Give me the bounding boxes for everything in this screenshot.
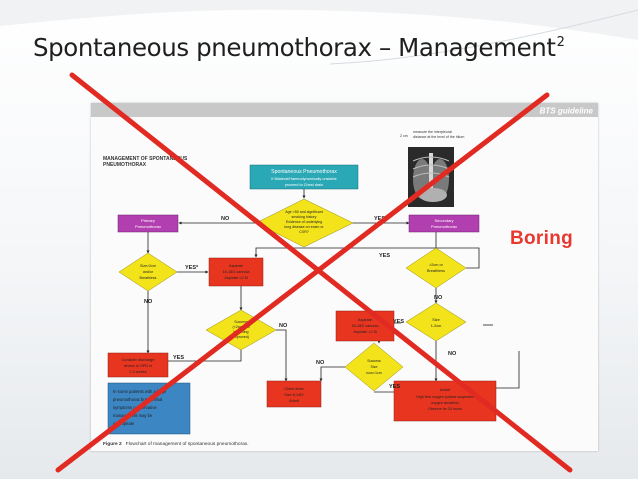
edge-label-no-4: NO — [434, 295, 443, 301]
size2-line2: 1-2cm — [431, 324, 442, 328]
size2-line1: Size — [432, 318, 439, 322]
xray-note-line2: distance at the level of the hilum — [413, 135, 464, 139]
success-diamond-primary: Success (<2cm and breathing improved) — [205, 309, 277, 351]
slide-title-text: Spontaneous pneumothorax – Management — [33, 33, 556, 62]
aspirate-box-primary: Aspirate 16-18G cannula Aspirate <2.5l — [208, 257, 264, 287]
secondary-line2: Pneumothorax — [431, 224, 457, 229]
success1-line2: (<2cm and — [232, 325, 249, 329]
primary-line1: Primary — [141, 218, 155, 223]
flowchart-figure: BTS guideline MANAGEMENT OF SPONTANEOUS … — [91, 103, 598, 451]
success2-line1: Success — [367, 359, 381, 363]
chest-drain-box: Chest drain Size 8-14Fr Admit — [266, 380, 322, 408]
start-node: Spontaneous Pneumothorax If Bilateral/Ha… — [249, 164, 359, 190]
edge-label-no-3: NO — [279, 323, 288, 329]
sob-line2: and/or — [143, 270, 154, 274]
edge-label-yes-2: YES — [173, 355, 184, 361]
section-title-line2: PNEUMOTHORAX — [103, 162, 147, 168]
discharge-line1: Consider discharge — [122, 358, 155, 362]
boring-label: Boring — [510, 228, 574, 249]
aspirate1-line1: Aspirate — [229, 264, 243, 268]
slide-title: Spontaneous pneumothorax – Management2 — [33, 33, 565, 62]
figure-header-bar — [91, 103, 598, 117]
xray-note-line1: measure the interpleural — [413, 130, 452, 134]
aspirate-box-secondary: Aspirate 16-18G cannula Aspirate <2.5l — [335, 310, 395, 342]
note-line3: symptoms conservative — [113, 405, 157, 410]
edge-label-no-6: NO — [316, 360, 325, 366]
admit-box: Admit High flow oxygen (unless suspected… — [393, 380, 497, 422]
secondary-line1: Secondary — [434, 218, 453, 223]
chest-drain-line3: Admit — [289, 399, 300, 403]
note-line4: management may be — [113, 413, 153, 418]
admit-line3: oxygen sensitive) — [431, 401, 459, 405]
decision-line1: Age >50 and significant — [285, 210, 322, 214]
admit-line1: Admit — [440, 387, 451, 392]
breathless2-line2: Breathless — [427, 269, 445, 273]
edge-label-yes-star: YES* — [185, 265, 199, 271]
primary-line2: Pneumothorax — [135, 224, 161, 229]
edge-label-no-5: NO — [448, 351, 457, 357]
xray-marker: 2 cm — [400, 134, 408, 138]
edge-label-yes-5: YES — [389, 384, 400, 390]
primary-pneumothorax-box: Primary Pneumothorax — [117, 214, 179, 233]
figure-header-text: BTS guideline — [540, 107, 594, 116]
edge-label-no-2: NO — [144, 299, 153, 305]
risk-decision-diamond: Age >50 and significant smoking history … — [255, 198, 354, 248]
success2-line2: Size — [371, 365, 378, 369]
size-secondary-diamond: Size 1-2cm — [405, 302, 467, 342]
edge-label-yes-3: YES — [379, 253, 390, 259]
secondary-pneumothorax-box: Secondary Pneumothorax — [408, 214, 480, 233]
chest-drain-line2: Size 8-14Fr — [284, 393, 304, 397]
caption-label: Figure 2 — [103, 441, 122, 447]
start-line2: If Bilateral/Haemodynamically unstable — [271, 177, 336, 181]
note-line5: appropriate — [113, 421, 135, 426]
note-line2: pneumothorax but minimal — [113, 397, 162, 402]
aspirate1-line2: 16-18G cannula — [222, 270, 250, 274]
discharge-line3: 2-4 weeks — [129, 370, 146, 374]
caption-text: Flowchart of management of spontaneous p… — [126, 441, 249, 447]
figure-caption: Figure 2 Flowchart of management of spont… — [103, 441, 249, 447]
admit-line4: Observe for 24 hours — [428, 407, 462, 411]
edge-label-yes-4: YES — [393, 319, 404, 325]
start-line1: Spontaneous Pneumothorax — [271, 169, 337, 175]
chest-drain-line1: Chest drain — [284, 387, 303, 391]
start-line3: proceed to Chest drain — [285, 183, 323, 187]
success1-line3: breathing — [234, 330, 249, 334]
discharge-box: Consider discharge review in OPD in 2-4 … — [107, 352, 169, 378]
aspirate1-line3: Aspirate <2.5l — [224, 276, 247, 280]
decision-line2: smoking history — [292, 215, 317, 219]
slide-title-superscript: 2 — [556, 35, 565, 50]
conservative-note-box: In some patients with a large pneumothor… — [107, 382, 191, 435]
decision-line3: Evidence of underlying — [286, 220, 322, 224]
breathless2-line1: >2cm or — [429, 263, 444, 267]
success1-line1: Success — [234, 320, 248, 324]
breathless-secondary-diamond: >2cm or Breathless — [405, 247, 467, 289]
sob-line1: Size>2cm — [140, 264, 156, 268]
decision-line5: CXR? — [299, 230, 309, 234]
decision-line4: lung disease on exam or — [284, 225, 324, 229]
aspirate2-line1: Aspirate — [358, 318, 372, 322]
sob-line3: Breathless — [140, 276, 157, 280]
aspirate2-line2: 16-18G cannula — [351, 324, 379, 328]
edge-label-no-1: NO — [221, 216, 230, 222]
note-line1: In some patients with a large — [113, 389, 167, 394]
success2-line3: now<1cm — [366, 371, 381, 375]
success1-line4: improved) — [233, 335, 249, 339]
admit-line2: High flow oxygen (unless suspected — [416, 395, 473, 399]
aspirate2-line3: Aspirate <2.5l — [353, 330, 376, 334]
edge-label-yes-1: YES — [374, 216, 385, 222]
size-breathless-diamond: Size>2cm and/or Breathless — [118, 252, 178, 292]
discharge-line2: review in OPD in — [124, 364, 152, 368]
chest-xray-image — [408, 147, 454, 207]
